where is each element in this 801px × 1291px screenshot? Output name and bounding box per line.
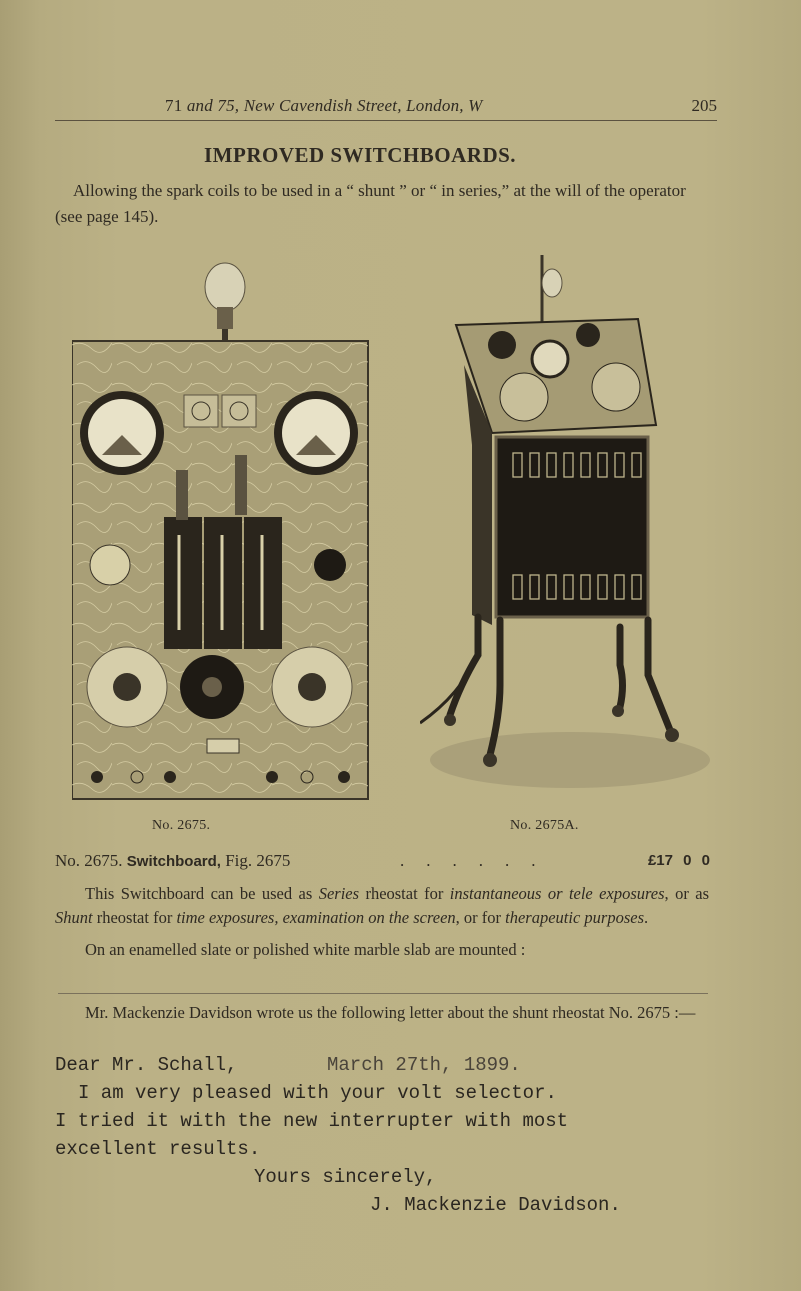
item-price: £17 0 0 [647, 852, 710, 869]
figure-caption-2675a: No. 2675A. [510, 818, 579, 833]
figure-caption-2675: No. 2675. [152, 818, 211, 833]
letter-line-2: I tried it with the new interrupter with… [55, 1110, 569, 1132]
desc-text: , or as [664, 884, 709, 903]
desc-text: rheostat for [359, 884, 450, 903]
description-paragraph-2: On an enamelled slate or polished white … [85, 940, 526, 959]
item-description: This Switchboard can be used as Series r… [55, 882, 709, 962]
address-number: 71 [165, 96, 183, 115]
letter-introduction: Mr. Mackenzie Davidson wrote us the foll… [55, 1002, 709, 1024]
page-number: 205 [691, 96, 718, 115]
letter-line-3: excellent results. [55, 1138, 261, 1160]
figure-2675-switchboard-panel [71, 255, 378, 800]
address-text: and 75, New Cavendish Street, London, W [182, 96, 483, 115]
desc-emphasis: instantaneous or tele exposures [449, 884, 665, 903]
description-paragraph-1: This Switchboard can be used as Series r… [55, 882, 709, 930]
running-head-address: 71 and 75, New Cavendish Street, London,… [165, 96, 483, 116]
item-number: No. 2675. [55, 851, 123, 870]
desc-text: rheostat for [92, 908, 177, 927]
desc-emphasis: time exposures, examination on the scree… [176, 908, 456, 927]
switchboard-stand-illustration [419, 255, 710, 788]
item-figure-ref: Fig. 2675 [225, 851, 291, 870]
intro-paragraph: Allowing the spark coils to be used in a… [55, 181, 686, 226]
item-name: Switchboard, [126, 853, 221, 870]
desc-text: This Switchboard can be used as [85, 884, 319, 903]
running-head: 71 and 75, New Cavendish Street, London,… [55, 96, 717, 121]
desc-text: . [644, 908, 649, 927]
letter-salutation: Dear Mr. Schall, [55, 1054, 238, 1076]
desc-emphasis: Series [318, 884, 360, 903]
section-heading: IMPROVED SWITCHBOARDS. [204, 143, 517, 167]
section-divider [58, 993, 708, 994]
desc-text: , or for [455, 908, 506, 927]
letter-intro-text: Mr. Mackenzie Davidson wrote us the foll… [85, 1003, 696, 1022]
figure-2675a-switchboard-stand [419, 255, 720, 800]
letter-signature: J. Mackenzie Davidson. [370, 1194, 621, 1216]
desc-emphasis: therapeutic purposes [505, 908, 644, 927]
switchboard-panel-illustration [71, 262, 369, 800]
leader-dots: ...... [400, 851, 558, 870]
desc-emphasis: Shunt [55, 908, 93, 927]
letter-closing: Yours sincerely, [254, 1166, 437, 1188]
catalogue-item-line: No. 2675. Switchboard, Fig. 2675 ...... … [55, 850, 710, 873]
letter-date: March 27th, 1899. [327, 1054, 521, 1076]
letter-line-1: I am very pleased with your volt selecto… [78, 1082, 557, 1104]
